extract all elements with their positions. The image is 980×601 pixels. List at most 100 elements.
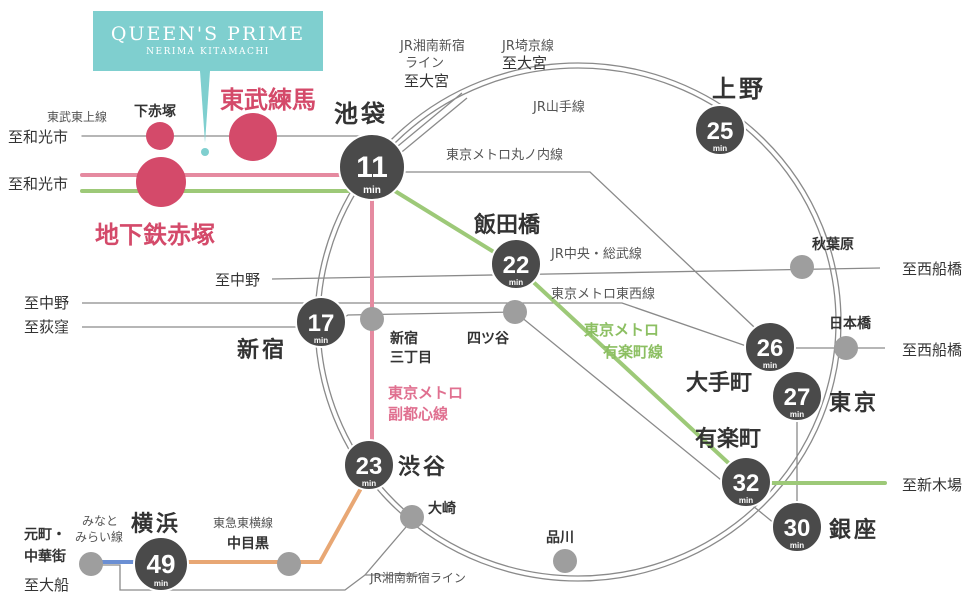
ikebukuro-dot <box>338 133 406 201</box>
shimo-akatsuka-dot <box>146 122 174 150</box>
shibuya-unit: min <box>362 479 376 488</box>
saikyo-label: JR埼京線 <box>501 38 554 54</box>
nakameguro-name: 中目黒 <box>227 535 269 552</box>
shinjuku-time: 17 <box>308 310 335 337</box>
shibuya-time: 23 <box>356 453 383 480</box>
tokyu-toyoko-label: 東急東横線 <box>213 515 273 530</box>
tobu-nerima-name: 東武練馬 <box>220 86 316 114</box>
ikebukuro-name: 池袋 <box>334 100 388 128</box>
to-nishifunabashi-1: 至西船橋 <box>902 260 962 278</box>
to-nakano-1: 至中野 <box>215 271 260 289</box>
otemachi-dot <box>744 321 796 373</box>
to-wakoshi-1: 至和光市 <box>8 128 68 146</box>
minatomirai-label-2: みらい線 <box>75 529 123 544</box>
shibuya-dot <box>343 439 395 491</box>
shinjuku-dot <box>295 296 347 348</box>
iidabashi-dot <box>490 238 542 290</box>
otemachi-name: 大手町 <box>686 371 752 396</box>
tozai-label: 東京メトロ東西線 <box>551 286 655 302</box>
motomachi-name-1: 元町・ <box>24 527 66 543</box>
chikatetsu-akatsuka-dot <box>136 157 186 207</box>
tokyo-unit: min <box>790 410 804 419</box>
ginza-time: 30 <box>784 515 811 542</box>
svg-text:東京メトロ: 東京メトロ <box>584 321 659 339</box>
yurakucho-dot <box>720 456 772 508</box>
chikatetsu-akatsuka-name: 地下鉄赤塚 <box>95 221 215 249</box>
shinjuku-name: 新宿 <box>237 337 287 363</box>
hub-times: 11 min 22 min 17 min 23 min 25 min 26 mi… <box>147 118 811 588</box>
logo-pointer-dot <box>201 148 209 156</box>
to-ofuna: 至大船 <box>24 576 69 594</box>
ikebukuro-unit: min <box>363 185 381 196</box>
to-omiya-1: 至大宮 <box>404 72 449 90</box>
otemachi-time: 26 <box>757 335 784 362</box>
svg-text:副都心線: 副都心線 <box>388 405 448 423</box>
minor-station-dots <box>79 255 858 576</box>
otemachi-unit: min <box>763 361 777 370</box>
ginza-dot <box>771 501 823 553</box>
marunouchi-label: 東京メトロ丸ノ内線 <box>446 147 563 163</box>
tokyo-dot <box>771 370 823 422</box>
shinagawa-name: 品川 <box>546 530 574 546</box>
hub-names: 池袋 飯田橋 新宿 渋谷 上野 大手町 東京 有楽町 銀座 横浜 <box>131 75 879 543</box>
ueno-unit: min <box>713 144 727 153</box>
yokohama-name: 横浜 <box>131 512 181 537</box>
tokyo-name: 東京 <box>829 390 879 416</box>
motomachi-dot <box>79 552 103 576</box>
akihabara-name: 秋葉原 <box>812 236 854 253</box>
fukutoshin-line-label: 東京メトロ 副都心線 <box>388 384 463 423</box>
gray-lines <box>82 92 885 591</box>
ikebukuro-time: 11 <box>356 151 388 184</box>
yurakucho-time: 32 <box>733 470 760 497</box>
nakameguro-dot <box>277 552 301 576</box>
tokyo-time: 27 <box>784 384 811 411</box>
shinjuku-sanchome-name-2: 三丁目 <box>390 350 432 366</box>
chuo-sobu-label: JR中央・総武線 <box>550 246 642 262</box>
yokohama-unit: min <box>154 579 168 588</box>
shinjuku-unit: min <box>314 336 328 345</box>
yokohama-dot <box>133 536 189 592</box>
yurakucho-name: 有楽町 <box>695 426 761 452</box>
tobu-nerima-dot <box>229 113 277 161</box>
yurakucho-line-label: 東京メトロ 有楽町線 <box>584 321 663 361</box>
svg-text:東京メトロ: 東京メトロ <box>388 384 463 402</box>
yotsuya-name: 四ツ谷 <box>467 331 510 347</box>
home-names: 東武練馬 地下鉄赤塚 <box>95 86 316 249</box>
yotsuya-dot <box>503 300 527 324</box>
shinjuku-sanchome-name-1: 新宿 <box>390 330 418 347</box>
to-wakoshi-2: 至和光市 <box>8 175 68 193</box>
ueno-time: 25 <box>707 118 734 145</box>
yurakucho-unit: min <box>739 496 753 505</box>
to-ogikubo: 至荻窪 <box>24 318 69 336</box>
shinjuku-sanchome-dot <box>360 307 384 331</box>
queens-prime-logo: QUEEN'S PRIME NERIMA KITAMACHI <box>93 11 323 71</box>
osaki-name: 大崎 <box>428 500 456 517</box>
to-shinkiba: 至新木場 <box>902 476 962 494</box>
logo-pointer <box>200 71 210 143</box>
minor-names: 秋葉原 日本橋 新宿 三丁目 四ツ谷 大崎 品川 中目黒 元町・ 中華街 <box>24 236 872 565</box>
ginza-unit: min <box>790 541 804 550</box>
ginza-name: 銀座 <box>829 517 879 543</box>
nihonbashi-name: 日本橋 <box>829 315 872 332</box>
to-omiya-2: 至大宮 <box>502 54 547 72</box>
shonan-label-2: ライン <box>405 56 444 71</box>
osaki-dot <box>400 505 424 529</box>
shibuya-name: 渋谷 <box>398 454 448 480</box>
ueno-dot <box>694 104 746 156</box>
svg-text:有楽町線: 有楽町線 <box>603 343 663 361</box>
iidabashi-name: 飯田橋 <box>473 212 541 238</box>
motomachi-name-2: 中華街 <box>24 548 66 565</box>
minatomirai-label-1: みなと <box>82 514 118 528</box>
home-station-dots <box>136 113 277 207</box>
to-nishifunabashi-2: 至西船橋 <box>902 341 962 359</box>
ueno-name: 上野 <box>712 75 766 103</box>
to-nakano-2: 至中野 <box>24 294 69 312</box>
iidabashi-time: 22 <box>503 252 530 279</box>
shimo-akatsuka-name: 下赤塚 <box>134 104 176 120</box>
direction-labels: 至大宮 至大宮 至和光市 至和光市 至中野 至中野 至荻窪 至西船橋 至西船橋 … <box>8 54 962 594</box>
shonan-label-1: JR湘南新宿 <box>399 38 465 54</box>
yokohama-time: 49 <box>147 549 176 579</box>
shinagawa-dot <box>553 549 577 573</box>
nihonbashi-dot <box>834 336 858 360</box>
